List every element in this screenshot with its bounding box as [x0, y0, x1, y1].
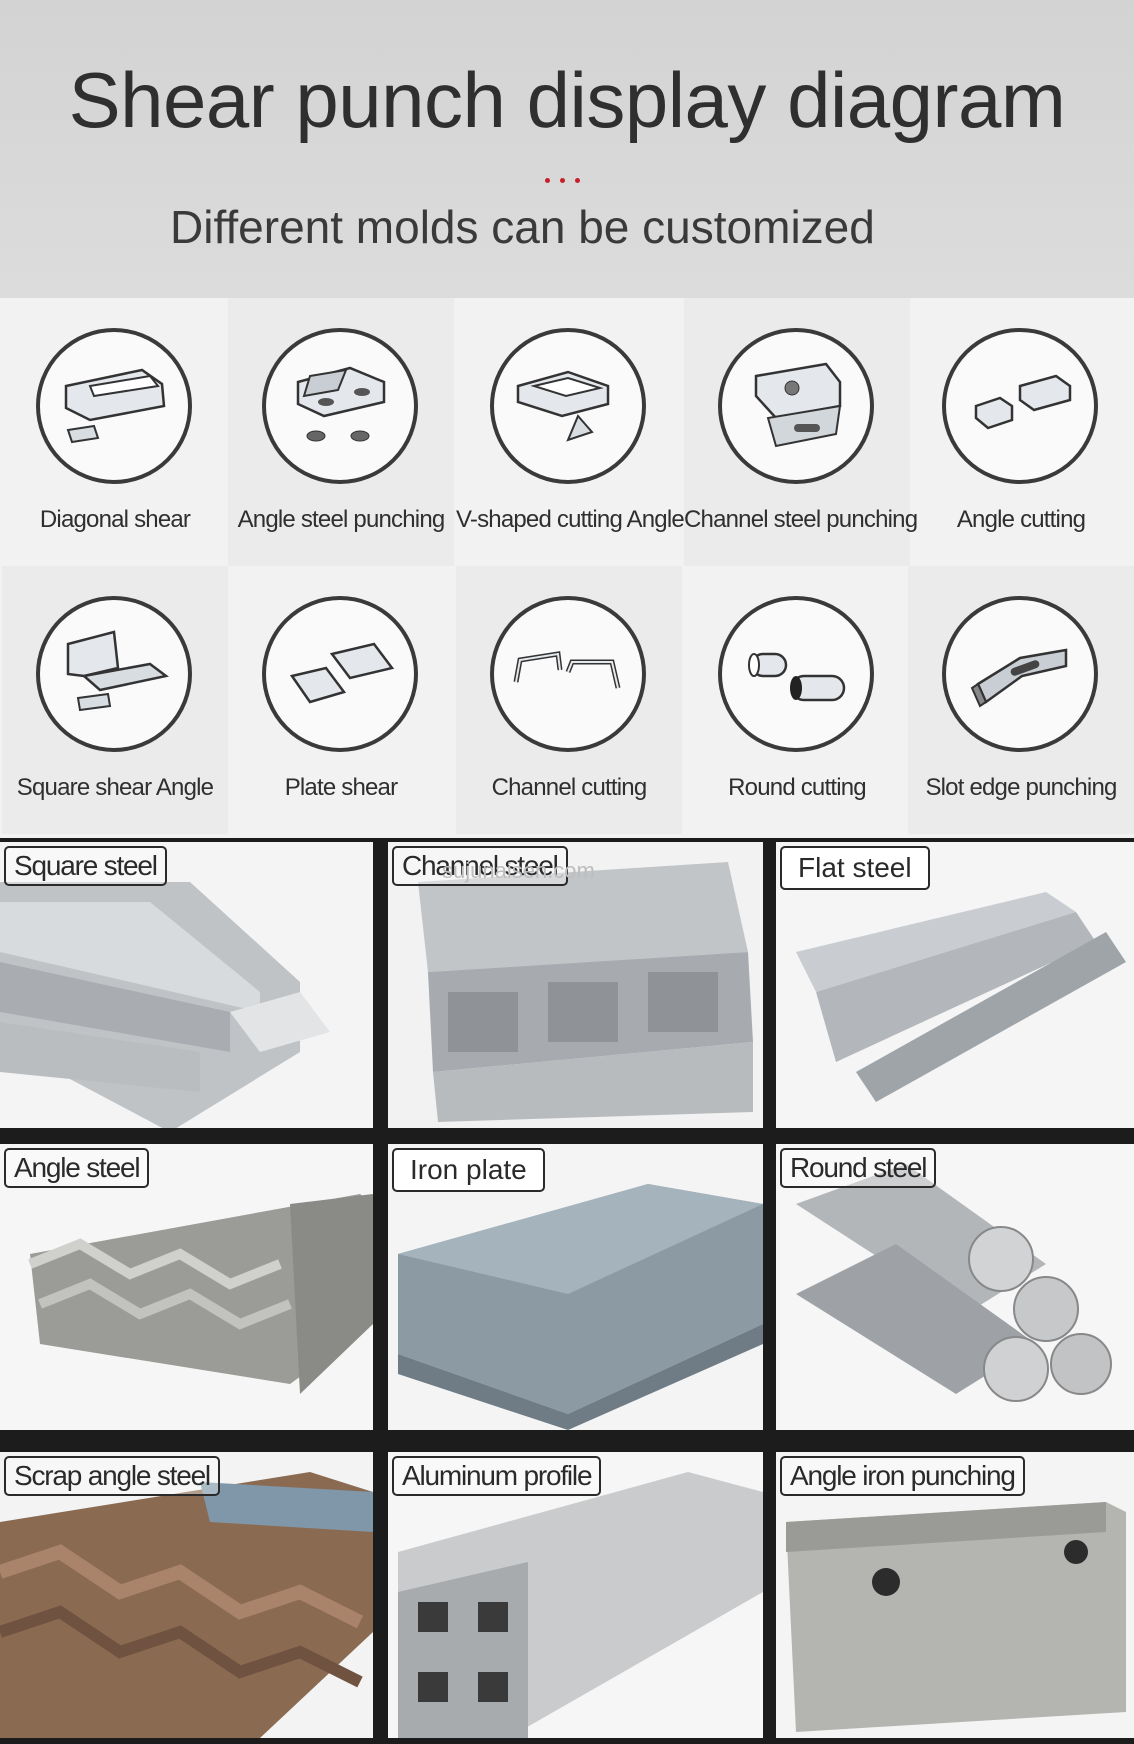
channel-cutting-icon	[490, 596, 646, 752]
material-tile: Channel steel	[388, 842, 763, 1128]
angle-steel-punching-icon	[262, 328, 418, 484]
square-steel-image	[0, 842, 373, 1128]
page-subtitle: Different molds can be customized	[170, 201, 875, 253]
process-label: Diagonal shear	[39, 506, 191, 533]
material-tile: Square steel	[0, 842, 373, 1128]
process-card: Plate shear	[228, 566, 454, 834]
plate-shear-icon	[262, 596, 418, 752]
process-label: Plate shear	[284, 774, 398, 801]
process-card: Diagonal shear	[2, 298, 228, 566]
process-label: Channel steel punching	[684, 506, 918, 533]
aluminum-profile-image	[388, 1452, 763, 1738]
process-card: Angle steel punching	[228, 298, 454, 566]
process-card: Channel cutting	[456, 566, 682, 834]
process-card: Square shear Angle	[2, 566, 228, 834]
process-card: V-shaped cutting Angle	[456, 298, 685, 566]
process-label: Round cutting	[728, 774, 867, 801]
channel-steel-image	[388, 842, 763, 1128]
material-gallery: Square steel Channel steel Flat steel	[0, 838, 1134, 1744]
process-card: Angle cutting	[908, 298, 1134, 566]
title-divider-dots	[540, 170, 590, 183]
iron-plate-image	[388, 1144, 763, 1430]
scrap-angle-steel-image	[0, 1452, 373, 1738]
material-tile: Scrap angle steel	[0, 1452, 373, 1738]
material-tile: Flat steel	[776, 842, 1134, 1128]
material-label: Flat steel	[780, 846, 930, 890]
header-banner: Shear punch display diagram Different mo…	[0, 0, 1134, 298]
page-title: Shear punch display diagram	[68, 56, 1066, 144]
process-label: Square shear Angle	[16, 774, 214, 801]
process-card: Channel steel punching	[684, 298, 918, 566]
material-label: Iron plate	[392, 1148, 545, 1192]
material-tile: Angle steel	[0, 1144, 373, 1430]
process-label: Channel cutting	[491, 774, 648, 801]
process-card: Round cutting	[684, 566, 910, 834]
material-label: Scrap angle steel	[4, 1456, 220, 1496]
diagonal-shear-icon	[36, 328, 192, 484]
material-label: Angle steel	[4, 1148, 150, 1188]
process-label: Slot edge punching	[925, 774, 1117, 801]
material-tile: Iron plate	[388, 1144, 763, 1430]
process-grid: Diagonal shear Angle steel punching V-sh…	[0, 298, 1134, 838]
process-label: Angle steel punching	[237, 506, 446, 533]
material-label: Aluminum profile	[392, 1456, 602, 1496]
angle-cutting-icon	[942, 328, 1098, 484]
round-cutting-icon	[718, 596, 874, 752]
round-steel-image	[776, 1144, 1134, 1430]
channel-punching-icon	[718, 328, 874, 484]
process-card: Slot edge punching	[908, 566, 1134, 834]
material-tile: Angle iron punching	[776, 1452, 1134, 1738]
material-label: Square steel	[4, 846, 167, 886]
process-label: V-shaped cutting Angle	[456, 506, 685, 533]
material-label: Channel steel	[392, 846, 568, 886]
watermark-text: sujunaisen.com	[442, 858, 595, 883]
angle-iron-punching-image	[776, 1452, 1134, 1738]
material-tile: Round steel	[776, 1144, 1134, 1430]
angle-steel-image	[0, 1144, 373, 1430]
process-label: Angle cutting	[956, 506, 1086, 533]
slot-punching-icon	[942, 596, 1098, 752]
material-tile: Aluminum profile	[388, 1452, 763, 1738]
material-label: Angle iron punching	[780, 1456, 1025, 1496]
material-label: Round steel	[780, 1148, 937, 1188]
v-cut-angle-icon	[490, 328, 646, 484]
square-shear-icon	[36, 596, 192, 752]
